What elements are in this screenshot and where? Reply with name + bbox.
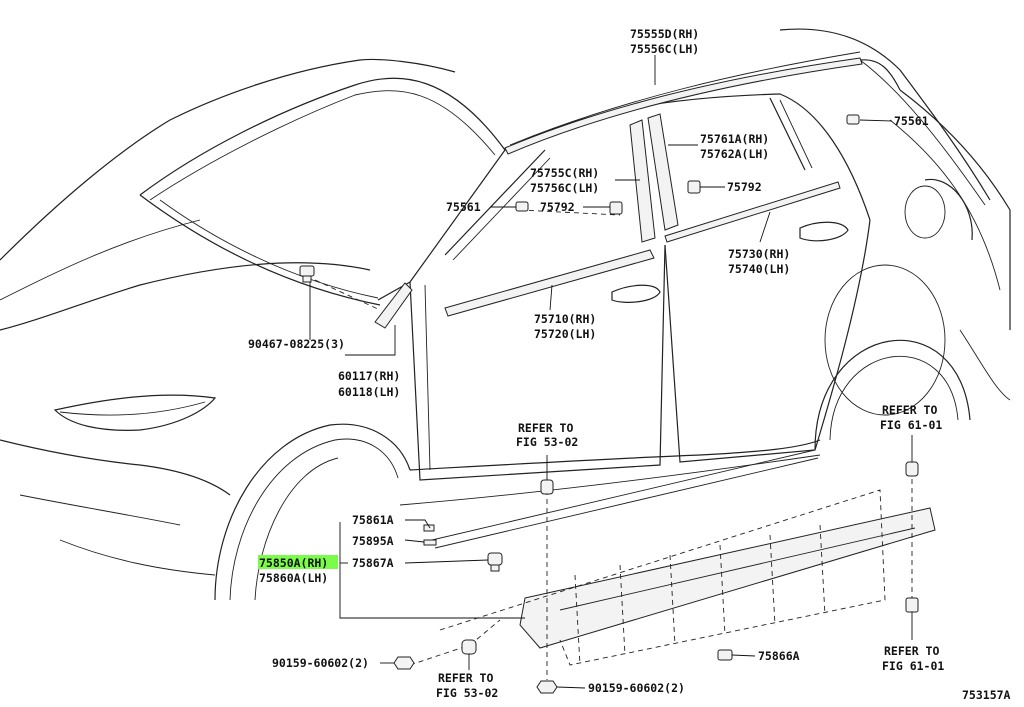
label-75556c[interactable]: 75556C(LH)	[630, 42, 699, 56]
refer-61-bottom-line1[interactable]: REFER TO	[884, 644, 939, 658]
bolt-refer-61-bottom-icon	[905, 597, 919, 613]
clip-75561-roof-icon	[846, 114, 860, 125]
label-75895a[interactable]: 75895A	[352, 534, 394, 548]
label-75792-left[interactable]: 75792	[540, 200, 575, 214]
refer-61-top-line1[interactable]: REFER TO	[882, 403, 937, 417]
refer-61-top-line2[interactable]: FIG 61-01	[880, 418, 942, 432]
refer-61-bottom-line2[interactable]: FIG 61-01	[882, 659, 944, 673]
rocker-molding-inner-line	[559, 527, 916, 611]
label-90159-left[interactable]: 90159-60602(2)	[272, 656, 369, 670]
clip-75561-mid-icon	[515, 201, 529, 212]
clip-75866a-icon	[717, 649, 733, 661]
clip-refer-53-bottom-icon	[461, 639, 477, 655]
rocker-molding-part	[519, 507, 936, 649]
leader-lines	[309, 55, 913, 689]
diagram-code: 753157A	[962, 688, 1011, 702]
label-75792-right[interactable]: 75792	[727, 180, 762, 194]
clip-75861a-icon	[423, 524, 435, 532]
label-75850a[interactable]: 75850A(RH)	[259, 556, 328, 570]
bolt-90159-bottom-icon	[536, 680, 558, 694]
roof-molding-part	[504, 57, 863, 155]
label-90159-bottom[interactable]: 90159-60602(2)	[588, 681, 685, 695]
clip-refer-61-top-icon	[905, 461, 919, 477]
label-75720[interactable]: 75720(LH)	[534, 327, 596, 341]
label-75761a[interactable]: 75761A(RH)	[700, 132, 769, 146]
clip-75895a-icon	[423, 539, 437, 546]
label-60118[interactable]: 60118(LH)	[338, 385, 400, 399]
label-75756c[interactable]: 75756C(LH)	[530, 181, 599, 195]
pillar-garnish-front-part	[629, 119, 656, 243]
label-75740[interactable]: 75740(LH)	[728, 262, 790, 276]
refer-53-bottom-line2[interactable]: FIG 53-02	[436, 686, 498, 700]
clip-75867a-icon	[487, 552, 503, 572]
car-body-outline	[0, 28, 1011, 601]
label-75561-top[interactable]: 75561	[894, 114, 929, 128]
part-labels: 75555D(RH) 75556C(LH) 75561 75761A(RH) 7…	[248, 27, 1011, 702]
label-75561-mid[interactable]: 75561	[446, 200, 481, 214]
refer-53-top-line1[interactable]: REFER TO	[518, 421, 573, 435]
label-75861a[interactable]: 75861A	[352, 513, 394, 527]
label-75555d[interactable]: 75555D(RH)	[630, 27, 699, 41]
label-75710[interactable]: 75710(RH)	[534, 312, 596, 326]
rear-belt-molding-part	[664, 181, 841, 243]
label-60117[interactable]: 60117(RH)	[338, 369, 400, 383]
clip-90467-icon	[299, 265, 315, 283]
mirror-garnish-part	[374, 282, 413, 329]
front-belt-molding-part	[444, 249, 655, 317]
label-75860a[interactable]: 75860A(LH)	[259, 571, 328, 585]
label-90467[interactable]: 90467-08225(3)	[248, 337, 345, 351]
refer-53-top-line2[interactable]: FIG 53-02	[516, 435, 578, 449]
label-75755c[interactable]: 75755C(RH)	[530, 166, 599, 180]
pillar-garnish-rear-part	[647, 113, 679, 231]
dashed-guides	[314, 209, 913, 680]
side-strip-part	[431, 449, 819, 549]
label-75762a[interactable]: 75762A(LH)	[700, 147, 769, 161]
clip-75792-right-icon	[687, 180, 701, 194]
refer-53-bottom-line1[interactable]: REFER TO	[438, 671, 493, 685]
highlight-75850a	[258, 555, 338, 569]
label-75730[interactable]: 75730(RH)	[728, 247, 790, 261]
bolt-90159-left-icon	[393, 656, 415, 670]
clip-75792-left-icon	[609, 201, 623, 215]
label-75866a[interactable]: 75866A	[758, 649, 800, 663]
label-75867a[interactable]: 75867A	[352, 556, 394, 570]
clip-refer-53-top-icon	[540, 479, 554, 495]
